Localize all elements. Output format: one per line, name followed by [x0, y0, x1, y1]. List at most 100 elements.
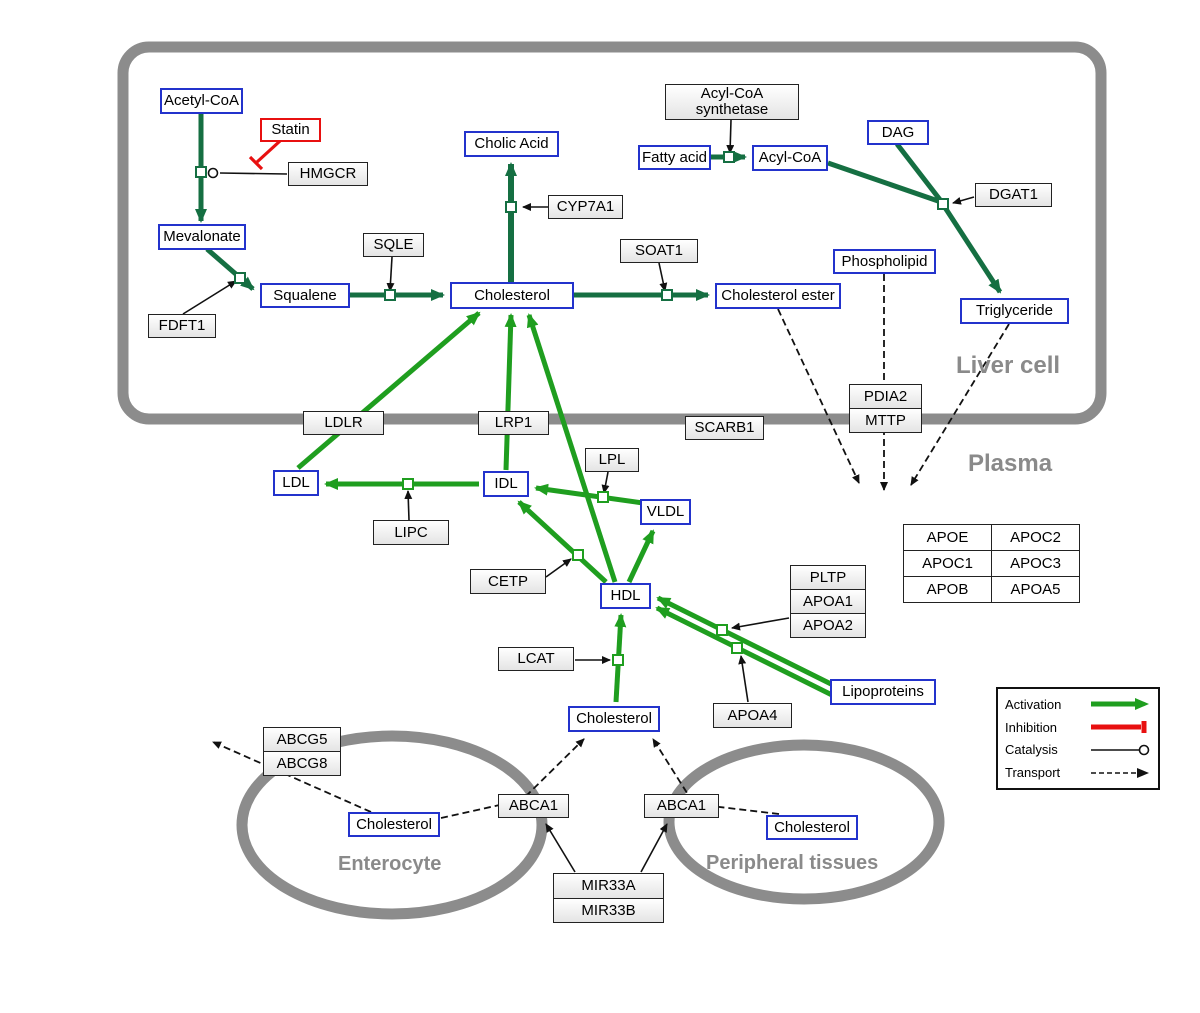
edge-lipc: [404, 490, 413, 521]
node-dgat1[interactable]: DGAT1: [975, 183, 1052, 207]
node-lpl[interactable]: LPL: [585, 448, 639, 472]
node-mir33a[interactable]: MIR33A: [553, 873, 664, 899]
activation-arrow-icon: [1091, 698, 1149, 711]
edge-idl-cholesterol: [503, 313, 517, 471]
node-hdl[interactable]: HDL: [600, 583, 651, 609]
reaction-node: [723, 151, 735, 163]
acyl-coa-synthetase-line1: Acyl-CoA: [700, 85, 764, 103]
node-apoa1[interactable]: APOA1: [790, 590, 866, 614]
node-statin[interactable]: Statin: [260, 118, 321, 142]
node-acetyl-coa[interactable]: Acetyl-CoA: [160, 88, 243, 114]
node-dag[interactable]: DAG: [867, 120, 929, 145]
node-apoa5[interactable]: APOA5: [992, 577, 1080, 603]
node-cholic-acid[interactable]: Cholic Acid: [464, 131, 559, 157]
node-acyl-coa-synthetase[interactable]: Acyl-CoA synthetase: [665, 84, 799, 120]
reaction-node: [716, 624, 728, 636]
node-abca1-peripheral[interactable]: ABCA1: [644, 794, 719, 818]
node-abcg8[interactable]: ABCG8: [263, 752, 341, 776]
node-lrp1[interactable]: LRP1: [478, 411, 549, 435]
stack-mir33a-mir33b: MIR33A MIR33B: [553, 873, 664, 923]
node-lipoproteins[interactable]: Lipoproteins: [830, 679, 936, 705]
liver-cell-label: Liver cell: [956, 352, 1061, 379]
legend-inhibition: Inhibition: [1005, 716, 1151, 738]
edge-cetp: [545, 558, 572, 578]
node-fatty-acid[interactable]: Fatty acid: [638, 145, 711, 170]
edge-dgat1-pointer: [952, 196, 975, 205]
node-mir33b[interactable]: MIR33B: [553, 898, 664, 923]
edge-lipoproteins-hdl-2: [655, 605, 838, 700]
enterocyte-label: Enterocyte: [338, 853, 442, 875]
reaction-node: [402, 478, 414, 490]
node-cholesterol-peripheral[interactable]: Cholesterol: [766, 815, 858, 840]
node-squalene[interactable]: Squalene: [260, 283, 350, 308]
reaction-node: [612, 654, 624, 666]
node-lcat[interactable]: LCAT: [498, 647, 574, 671]
node-fdft1[interactable]: FDFT1: [148, 314, 216, 338]
edge-vldl-idl: [534, 483, 644, 506]
node-idl[interactable]: IDL: [483, 471, 529, 497]
node-abcg5[interactable]: ABCG5: [263, 727, 341, 752]
node-apoc2[interactable]: APOC2: [992, 525, 1080, 551]
edge-dgat1-triglyceride: [941, 204, 1003, 294]
node-cholesterol-plasma[interactable]: Cholesterol: [568, 706, 660, 732]
edge-hmgcr-catalysis: [219, 172, 288, 175]
apolipoprotein-table: APOE APOC2 APOC1 APOC3 APOB APOA5: [903, 524, 1080, 603]
edge-fdft1: [182, 280, 237, 315]
transport-triglyceride-plasma: [910, 323, 1010, 486]
legend-activation: Activation: [1005, 693, 1151, 715]
inhibition-tee: [248, 155, 264, 171]
node-lipc[interactable]: LIPC: [373, 520, 449, 545]
transport-cholesterol-abcg: [212, 741, 372, 813]
acyl-coa-synthetase-line2: synthetase: [695, 101, 769, 118]
node-phospholipid[interactable]: Phospholipid: [833, 249, 936, 274]
node-abca1-enterocyte[interactable]: ABCA1: [498, 794, 569, 818]
reaction-node: [731, 642, 743, 654]
node-triglyceride[interactable]: Triglyceride: [960, 298, 1069, 324]
catalysis-circle-icon: [1091, 744, 1150, 756]
node-ldlr[interactable]: LDLR: [303, 411, 384, 435]
node-soat1[interactable]: SOAT1: [620, 239, 698, 263]
node-apoe[interactable]: APOE: [904, 525, 992, 551]
node-hmgcr[interactable]: HMGCR: [288, 162, 368, 186]
node-sqle[interactable]: SQLE: [363, 233, 424, 257]
node-cholesterol-liver[interactable]: Cholesterol: [450, 282, 574, 309]
node-cetp[interactable]: CETP: [470, 569, 546, 594]
edge-apoa4: [738, 655, 749, 703]
reaction-node: [572, 549, 584, 561]
peripheral-tissues-membrane: [663, 739, 945, 905]
node-cyp7a1[interactable]: CYP7A1: [548, 195, 623, 219]
edge-hdl-idl-cetp: [517, 500, 608, 584]
plasma-activation-edges: [296, 311, 838, 703]
node-apoa2[interactable]: APOA2: [790, 614, 866, 638]
node-apob[interactable]: APOB: [904, 577, 992, 603]
node-cholesterol-ester[interactable]: Cholesterol ester: [715, 283, 841, 309]
stack-pdia2-mttp: PDIA2 MTTP: [849, 384, 922, 433]
reaction-node: [505, 201, 517, 213]
node-cholesterol-enterocyte[interactable]: Cholesterol: [348, 812, 440, 837]
node-vldl[interactable]: VLDL: [640, 499, 691, 525]
node-acyl-coa[interactable]: Acyl-CoA: [752, 145, 828, 171]
edge-ldl-cholesterol: [296, 311, 481, 470]
node-scarb1[interactable]: SCARB1: [685, 416, 764, 440]
stack-pltp-apoa1-apoa2: PLTP APOA1 APOA2: [790, 565, 866, 638]
legend-transport: Transport: [1005, 762, 1151, 784]
catalysis-edges: [182, 119, 975, 873]
node-pltp[interactable]: PLTP: [790, 565, 866, 590]
node-apoc3[interactable]: APOC3: [992, 551, 1080, 577]
node-pdia2[interactable]: PDIA2: [849, 384, 922, 409]
edge-hdl-vldl: [626, 529, 656, 584]
peripheral-tissues-label: Peripheral tissues: [706, 852, 879, 874]
node-mevalonate[interactable]: Mevalonate: [158, 224, 246, 250]
node-apoa4[interactable]: APOA4: [713, 703, 792, 728]
node-mttp[interactable]: MTTP: [849, 409, 922, 433]
edge-mir33-abca1-left: [545, 823, 576, 873]
legend-catalysis: Catalysis: [1005, 739, 1151, 761]
edge-pltp-apoa: [731, 617, 790, 631]
node-ldl[interactable]: LDL: [273, 470, 319, 496]
node-apoc1[interactable]: APOC1: [904, 551, 992, 577]
reaction-node: [234, 272, 246, 284]
edge-hdl-cholesterol: [526, 313, 618, 583]
reaction-node: [937, 198, 949, 210]
